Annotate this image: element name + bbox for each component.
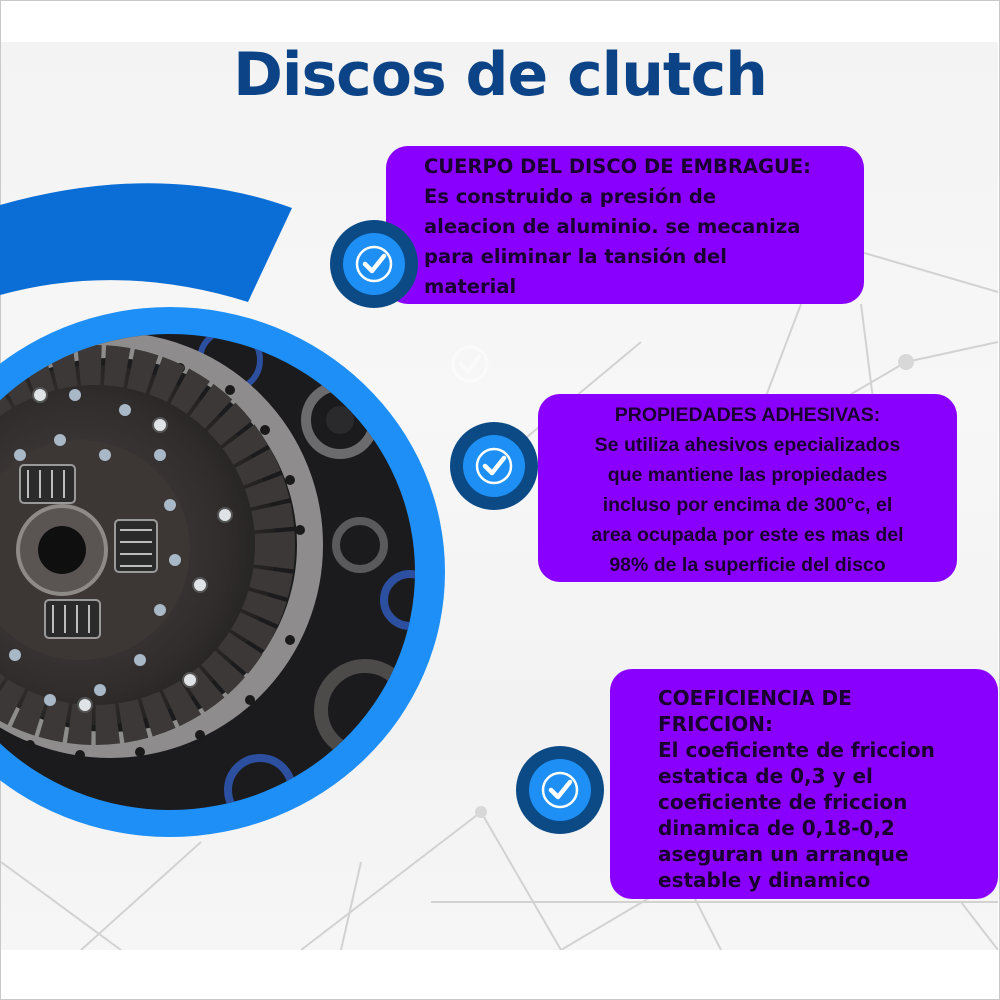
- page-title: Discos de clutch: [233, 40, 768, 110]
- feature-line: estatica de 0,3 y el: [658, 764, 873, 788]
- feature-heading: PROPIEDADES ADHESIVAS:: [614, 404, 881, 426]
- feature-heading: COEFICIENCIA DE: [658, 686, 852, 710]
- feature-heading: FRICCION:: [658, 712, 774, 736]
- check-badge: [330, 220, 418, 308]
- faint-check-icon: [451, 345, 489, 383]
- feature-line: dinamica de 0,18-0,2: [658, 816, 895, 840]
- feature-line: 98% de la superficie del disco: [609, 554, 886, 576]
- feature-line: estable y dinamico: [658, 868, 871, 892]
- feature-line: aseguran un arranque: [658, 842, 909, 866]
- check-circle-icon: [541, 771, 579, 809]
- feature-line: area ocupada por este es mas del: [591, 524, 904, 546]
- feature-line: Se utiliza ahesivos epecializados: [594, 434, 901, 456]
- check-circle-icon: [475, 447, 513, 485]
- feature-line: El coeficiente de friccion: [658, 738, 935, 762]
- check-badge: [516, 746, 604, 834]
- feature-card-adhesive-properties: PROPIEDADES ADHESIVAS: Se utiliza ahesiv…: [538, 394, 957, 582]
- feature-line: coeficiente de friccion: [658, 790, 908, 814]
- feature-line: que mantiene las propiedades: [607, 464, 888, 486]
- feature-line: aleacion de aluminio. se mecaniza: [424, 215, 801, 238]
- check-badge: [450, 422, 538, 510]
- feature-heading: CUERPO DEL DISCO DE EMBRAGUE:: [424, 155, 811, 178]
- feature-card-body-construction: CUERPO DEL DISCO DE EMBRAGUE: Es constru…: [386, 146, 864, 304]
- feature-card-friction-coefficient: COEFICIENCIA DE FRICCION: El coeficiente…: [610, 669, 998, 899]
- feature-line: Es construido a presión de: [424, 185, 717, 208]
- check-circle-icon: [355, 245, 393, 283]
- feature-line: para eliminar la tansión del: [424, 245, 727, 268]
- feature-line: incluso por encima de 300°c, el: [602, 494, 893, 516]
- feature-line: material: [424, 275, 517, 298]
